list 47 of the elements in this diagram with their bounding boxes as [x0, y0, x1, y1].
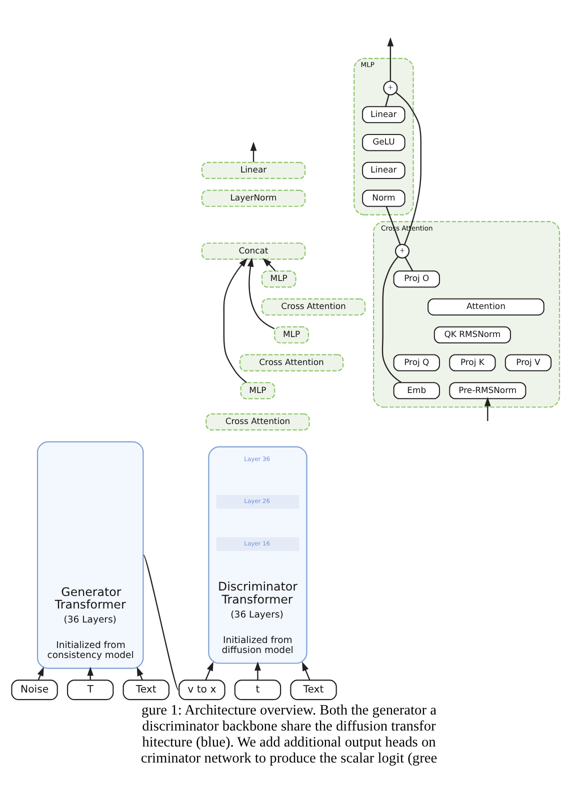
- node-box: Cross Attention: [239, 354, 344, 372]
- node-box: Pre-RMSNorm: [449, 382, 526, 400]
- arrow: [223, 258, 248, 383]
- node-box: Proj K: [449, 354, 496, 372]
- node-box: Generator Transformer (36 Layers) Initialized from consistency model: [36, 441, 144, 669]
- connector: [385, 94, 390, 107]
- arrow: [247, 258, 275, 330]
- arrow: [387, 37, 394, 81]
- node-box: v to x: [178, 680, 226, 700]
- node-box: T: [66, 680, 114, 700]
- node-box: GeLU: [362, 134, 406, 152]
- node-box: Cross Attention: [261, 298, 366, 316]
- node-box: Text: [122, 680, 170, 700]
- node-box: t: [234, 680, 282, 700]
- connector: [396, 92, 422, 245]
- arrow: [262, 258, 276, 272]
- node-box: Text: [290, 680, 337, 700]
- arrow: [37, 666, 44, 680]
- node-box: Linear: [362, 162, 406, 179]
- node-box: Emb: [393, 382, 440, 400]
- node-box: MLP: [261, 270, 296, 288]
- connector: [404, 257, 414, 272]
- arrow: [302, 662, 310, 680]
- node-box: QK RMSNorm: [434, 326, 511, 344]
- connector: [382, 256, 402, 384]
- node-box: MLP: [240, 382, 276, 400]
- arrow: [250, 142, 257, 162]
- node-box: Concat: [201, 242, 306, 260]
- arrow: [254, 662, 261, 680]
- node-box: Proj V: [504, 354, 552, 372]
- node-box: Cross Attention: [206, 413, 310, 430]
- connector: [386, 206, 401, 245]
- node-box: Noise: [11, 680, 58, 700]
- node-box: Proj Q: [393, 354, 440, 372]
- connector: [143, 554, 179, 690]
- node-box: Linear: [362, 106, 406, 124]
- arrow: [484, 397, 491, 421]
- caption: gure 1: Architecture overview. Both the generator a discriminator backbone share the diffusion transfor hitecture (blue). We add additional output heads on criminator network to produce the scalar logit (gree: [140, 702, 438, 767]
- node-box: MLP: [274, 326, 309, 344]
- node-box: Norm: [362, 190, 406, 207]
- node-box: LayerNorm: [201, 190, 306, 207]
- arrow: [205, 662, 214, 680]
- node-circle: +: [394, 244, 410, 258]
- node-box: Proj O: [393, 270, 440, 288]
- node-circle: +: [383, 80, 398, 96]
- node-box: Attention: [428, 298, 544, 316]
- node-box: Linear: [201, 162, 306, 180]
